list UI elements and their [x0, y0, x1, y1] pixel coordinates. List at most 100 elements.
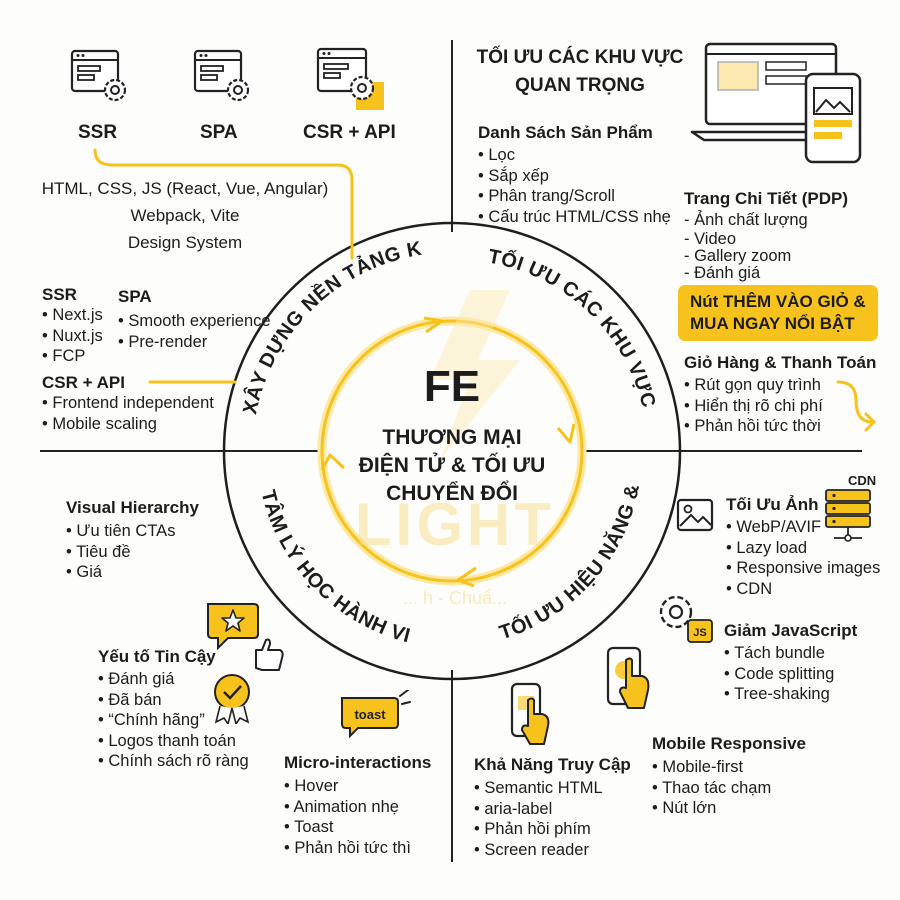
list-item: Screen reader: [474, 840, 631, 861]
cdn-label: CDN: [848, 473, 877, 488]
mobile-list: Mobile-first Thao tác chạm Nút lớn: [652, 757, 806, 819]
micro-block: Micro-interactions Hover Animation nhẹ T…: [284, 752, 431, 858]
inner-ring: [320, 319, 584, 583]
list-item: Toast: [284, 817, 431, 838]
outer-ring: [222, 221, 682, 681]
image-opt-title: Tối Ưu Ảnh: [726, 495, 819, 514]
tech-stack-line: Design System: [127, 233, 243, 252]
csr-block: CSR + API Frontend independent Mobile sc…: [42, 372, 214, 434]
phone-touch-icon: [606, 646, 650, 709]
list-item: Smooth experience: [118, 311, 270, 332]
product-list-title: Danh Sách Sản Phẩm: [478, 123, 653, 142]
list-item: Logos thanh toán: [98, 731, 249, 752]
list-item: Mobile-first: [652, 757, 806, 778]
visual-hierarchy-block: Visual Hierarchy Ưu tiên CTAs Tiêu đề Gi…: [66, 497, 199, 583]
list-item: Tiêu đề: [66, 542, 199, 563]
thumbs-up-icon: [255, 638, 284, 671]
connector-ssr-to-ring: [93, 148, 354, 260]
list-item: Gallery zoom: [684, 247, 848, 265]
list-item: WebP/AVIF: [726, 517, 880, 538]
product-list: Lọc Sắp xếp Phân trang/Scroll Cấu trúc H…: [478, 145, 671, 228]
list-item: Lọc: [478, 145, 671, 166]
arrow-head-top: [423, 316, 444, 334]
pdp-list: Ảnh chất lượng Video Gallery zoom Đánh g…: [684, 210, 848, 282]
watermark-text: LIGHT: [355, 491, 555, 558]
list-item: Nút lớn: [652, 798, 806, 819]
list-item: Cấu trúc HTML/CSS nhẹ: [478, 207, 670, 228]
list-item: Phản hồi tức thì: [284, 838, 431, 859]
accessibility-list: Semantic HTML aria-label Phản hồi phím S…: [474, 778, 631, 860]
list-item: Rút gọn quy trình: [684, 375, 876, 396]
list-item: Semantic HTML: [474, 778, 631, 799]
micro-title: Micro-interactions: [284, 753, 432, 772]
ssr-block: SSR Next.js Nuxt.js FCP: [42, 284, 103, 367]
list-item: Tree-shaking: [724, 684, 857, 705]
icon-label-csr-api: CSR + API: [303, 122, 396, 143]
center-title: FE: [423, 362, 481, 411]
browser-gear-icon: [193, 49, 250, 102]
browser-gear-icon: [316, 47, 384, 110]
list-item: Tách bundle: [724, 643, 857, 664]
cart-block: Giỏ Hàng & Thanh Toán Rút gọn quy trình …: [684, 352, 876, 437]
list-item: Thao tác chạm: [652, 778, 806, 799]
center-hub: FE THƯƠNG MẠI ĐIỆN TỬ & TỐI ƯU CHUYỂN ĐỔ…: [322, 362, 582, 508]
center-line-3: CHUYỂN ĐỔI: [386, 482, 518, 505]
list-item: Responsive images: [726, 558, 880, 579]
visual-hierarchy-list: Ưu tiên CTAs Tiêu đề Giá: [66, 521, 199, 583]
list-item: Đánh giá: [684, 264, 848, 282]
image-icon: [676, 498, 714, 532]
list-item: Phân trang/Scroll: [478, 186, 671, 207]
trust-block: Yếu tố Tin Cậy Đánh giá Đã bán “Chính hã…: [98, 646, 249, 772]
list-item: Nuxt.js: [42, 326, 102, 347]
cta-line: MUA NGAY NỔI BẬT: [690, 314, 855, 333]
list-item: Đánh giá: [98, 669, 249, 690]
ssr-list: Next.js Nuxt.js FCP: [42, 305, 102, 367]
mobile-block: Mobile Responsive Mobile-first Thao tác …: [652, 733, 806, 819]
icon-label-ssr: SSR: [78, 122, 118, 143]
list-item: Animation nhẹ: [284, 797, 431, 818]
key-areas-title-line: QUAN TRỌNG: [515, 75, 645, 96]
tech-stack-line: HTML, CSS, JS (React, Vue, Angular): [41, 179, 329, 198]
list-item: Sắp xếp: [478, 166, 671, 187]
center-line-2: ĐIỆN TỬ & TỐI ƯU: [358, 454, 546, 477]
list-item: aria-label: [474, 799, 631, 820]
tech-stack-line: Webpack, Vite: [130, 206, 240, 225]
key-areas-heading: TỐI ƯU CÁC KHU VỰC QUAN TRỌNG: [460, 46, 700, 98]
list-item: Video: [684, 230, 848, 248]
trust-list: Đánh giá Đã bán “Chính hãng” Logos thanh…: [98, 669, 249, 772]
list-item: Hiển thị rõ chi phí: [684, 396, 876, 417]
cta-line: Nút THÊM VÀO GIỎ &: [690, 292, 866, 311]
key-areas-title-line: TỐI ƯU CÁC KHU VỰC: [476, 47, 684, 68]
icon-label-spa: SPA: [200, 122, 238, 143]
phone-tap-icon: [510, 682, 550, 745]
list-item: Mobile scaling: [42, 414, 214, 435]
list-item: Hover: [284, 776, 431, 797]
visual-hierarchy-title: Visual Hierarchy: [66, 498, 199, 517]
js-list: Tách bundle Code splitting Tree-shaking: [724, 643, 857, 705]
list-item: Ảnh chất lượng: [684, 210, 848, 231]
cart-title: Giỏ Hàng & Thanh Toán: [684, 353, 877, 372]
list-item: Chính sách rõ ràng: [98, 751, 248, 772]
js-block: Giảm JavaScript Tách bundle Code splitti…: [724, 620, 857, 705]
micro-list: Hover Animation nhẹ Toast Phản hồi tức t…: [284, 776, 431, 858]
list-item: Frontend independent: [42, 393, 213, 414]
arrow-head-right: [556, 423, 576, 444]
list-item: Phản hồi tức thời: [684, 416, 876, 437]
spa-list: Smooth experience Pre-render: [118, 311, 270, 352]
list-item: CDN: [726, 579, 880, 600]
toast-label: toast: [354, 707, 386, 722]
cart-list: Rút gọn quy trình Hiển thị rõ chi phí Ph…: [684, 375, 876, 437]
center-line-1: THƯƠNG MẠI: [382, 426, 522, 449]
list-item: Ưu tiên CTAs: [66, 521, 199, 542]
csr-list: Frontend independent Mobile scaling: [42, 393, 214, 435]
pdp-block: Trang Chi Tiết (PDP) Ảnh chất lượng Vide…: [684, 188, 848, 282]
arrow-head-bottom: [456, 566, 477, 588]
accessibility-block: Khả Năng Truy Cập Semantic HTML aria-lab…: [474, 754, 631, 860]
mobile-title: Mobile Responsive: [652, 734, 806, 753]
laptop-phone-icon: [690, 42, 862, 164]
spa-title: SPA: [118, 287, 152, 306]
list-item: Code splitting: [724, 664, 857, 685]
list-item: “Chính hãng”: [98, 710, 249, 731]
ssr-title: SSR: [42, 285, 77, 304]
